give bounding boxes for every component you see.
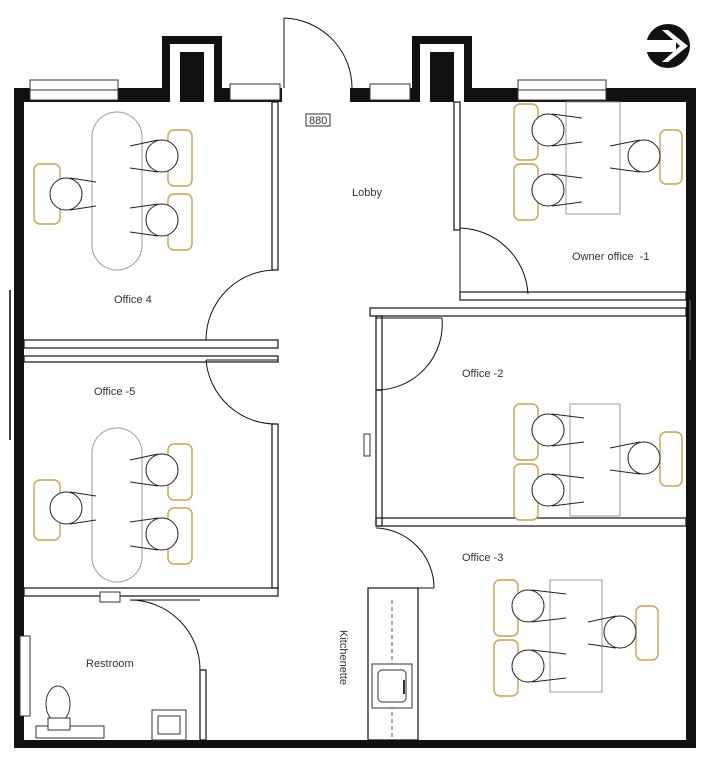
wall-panel xyxy=(99,591,121,603)
chair-person xyxy=(129,129,193,187)
office2-furniture xyxy=(513,403,683,521)
entrance-door xyxy=(283,17,353,89)
room-label-office3: Office -3 xyxy=(462,552,503,564)
chair-person xyxy=(587,605,659,661)
room-label-kitchen: Kitchenette xyxy=(337,630,349,685)
chair-person xyxy=(33,479,97,541)
lobby-sign-text: 880 xyxy=(309,115,327,127)
door-swings xyxy=(129,227,529,671)
chair-person xyxy=(609,129,683,185)
room-label-restroom: Restroom xyxy=(86,658,134,670)
chair-person xyxy=(129,193,193,251)
chair-person xyxy=(609,431,683,487)
chair-person xyxy=(129,507,193,565)
restroom-fixtures xyxy=(19,635,187,741)
room-label-lobby: Lobby xyxy=(352,187,382,199)
office3-furniture xyxy=(493,579,659,697)
chair-person xyxy=(513,463,585,521)
chair-person xyxy=(513,403,585,461)
wall-panel xyxy=(363,433,371,457)
chair-person xyxy=(513,163,583,221)
owner-office-furniture xyxy=(513,101,683,221)
room-label-office2: Office -2 xyxy=(462,368,503,380)
toilet-icon xyxy=(45,685,71,723)
chair-person xyxy=(33,163,97,225)
room-label-office4: Office 4 xyxy=(114,294,152,306)
room-label-owner: Owner office -1 xyxy=(572,251,649,263)
chair-person xyxy=(493,579,567,637)
lobby-sign xyxy=(305,113,331,127)
office4-furniture xyxy=(33,111,193,271)
chair-person xyxy=(513,103,583,161)
room-label-office5: Office -5 xyxy=(94,386,135,398)
exterior-walls xyxy=(9,36,696,748)
office5-furniture xyxy=(33,427,193,583)
north-arrow-icon xyxy=(646,24,690,68)
chair-person xyxy=(129,443,193,501)
chair-person xyxy=(493,639,567,697)
kitchen-sink-icon xyxy=(371,663,413,709)
